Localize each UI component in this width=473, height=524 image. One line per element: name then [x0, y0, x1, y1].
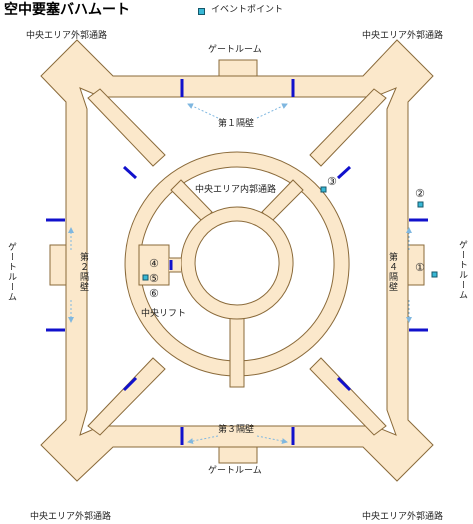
gate-room-left-shape [49, 244, 67, 286]
inner-ring [180, 206, 294, 320]
legend-label: イベントポイント [211, 5, 284, 15]
barrier-label-2: 第２隔壁 [78, 252, 88, 292]
point-1: ① [415, 261, 425, 274]
point-5: ⑤ [149, 272, 159, 285]
barrier-doors [46, 79, 428, 445]
barrier-arrows [68, 103, 412, 444]
gate-room-right-shape [407, 244, 425, 286]
event-point-legend-icon [198, 8, 205, 15]
point-2: ② [415, 187, 425, 200]
point-3: ③ [327, 175, 337, 188]
event-marker-2 [417, 201, 424, 208]
point-6: ⑥ [149, 287, 159, 300]
corner-label-bottom-left: 中央エリア外郭通路 [30, 512, 112, 522]
inner-passage-label: 中央エリア内郭通路 [195, 185, 277, 195]
point-4: ④ [149, 257, 159, 270]
event-marker-1 [431, 271, 438, 278]
map-title: 空中要塞バハムート [4, 2, 130, 18]
gate-room-bottom-shape [218, 446, 258, 464]
event-points [142, 186, 438, 281]
corner-label-top-left: 中央エリア外郭通路 [26, 31, 108, 41]
gate-room-label-top: ゲートルーム [208, 45, 262, 55]
barrier-label-1: 第１隔壁 [218, 119, 255, 129]
gate-room-label-left: ゲートルーム [6, 242, 16, 302]
corner-label-top-right: 中央エリア外郭通路 [362, 31, 444, 41]
gate-room-label-bottom: ゲートルーム [208, 466, 262, 476]
lift-label: 中央リフト [141, 309, 187, 319]
gate-room-label-right: ゲートルーム [457, 240, 467, 300]
barrier-label-3: 第３隔壁 [218, 425, 255, 435]
gate-room-top-shape [218, 59, 258, 77]
corner-label-bottom-right: 中央エリア外郭通路 [362, 512, 444, 522]
event-marker-3 [320, 186, 327, 193]
event-marker-5 [142, 274, 149, 281]
barrier-label-4: 第４隔壁 [387, 252, 397, 292]
